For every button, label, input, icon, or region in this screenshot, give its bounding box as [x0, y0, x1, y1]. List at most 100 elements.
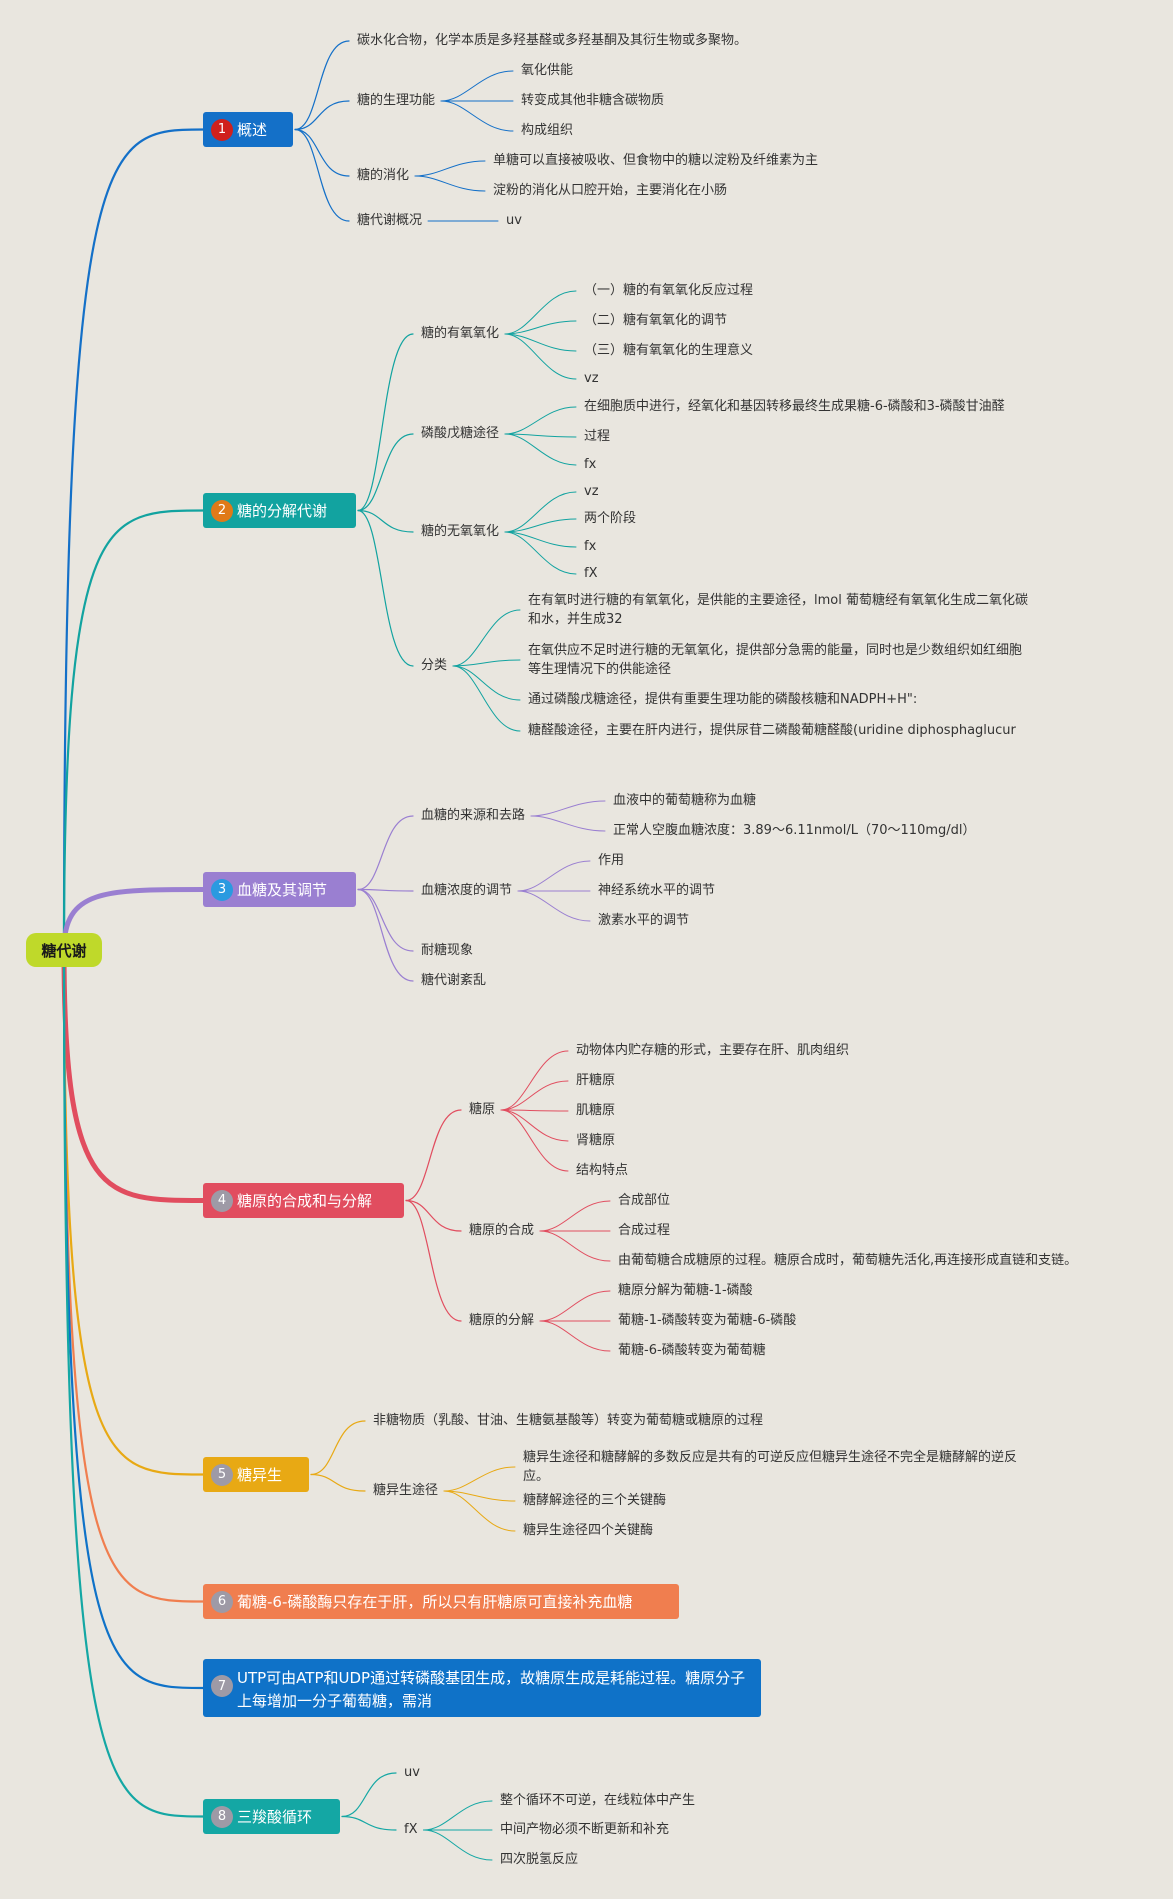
leaf-label[interactable]: 构成组织 [521, 123, 574, 138]
leaf-label[interactable]: 在氧供应不足时进行糖的无氧氧化，提供部分急需的能量，同时也是少数组织如红细胞等生… [528, 643, 1023, 677]
leaf-label[interactable]: 四次脱氢反应 [500, 1852, 579, 1867]
leaf-label[interactable]: 正常人空腹血糖浓度：3.89～6.11nmol/L（70～110mg/dl） [613, 823, 976, 838]
leaf-label[interactable]: （一）糖的有氧氧化反应过程 [584, 283, 754, 298]
leaf-connector [539, 1290, 611, 1322]
leaf-label[interactable]: 葡糖-6-磷酸转变为葡萄糖 [618, 1343, 766, 1358]
leaf-connector [530, 800, 606, 817]
child-connector [294, 100, 350, 131]
branch-utp[interactable]: 7 UTP可由ATP和UDP通过转磷酸基团生成，故糖原生成是耗能过程。糖原分子上… [203, 1659, 761, 1717]
leaf-label[interactable]: 肌糖原 [576, 1103, 616, 1118]
topic-label[interactable]: 糖的消化 [357, 168, 410, 183]
leaf-label[interactable]: 在有氧时进行糖的有氧氧化，是供能的主要途径，lmol 葡萄糖经有氧氧化生成二氧化… [528, 593, 1028, 627]
topic-label[interactable]: 糖的生理功能 [357, 93, 436, 108]
topic-label[interactable]: 糖代谢概况 [357, 213, 423, 228]
branch-connector [62, 948, 205, 1690]
leaf-label[interactable]: vz [584, 484, 599, 499]
leaf-connector [500, 1109, 569, 1112]
leaf-label[interactable]: vz [584, 371, 599, 386]
topic-label[interactable]: 碳水化合物，化学本质是多羟基醛或多羟基酮及其衍生物或多聚物。 [357, 33, 748, 48]
topic-label[interactable]: uv [404, 1765, 420, 1780]
leaf-label[interactable]: fx [584, 457, 597, 472]
topic-label[interactable]: 糖原的分解 [469, 1313, 535, 1328]
leaf-label[interactable]: 整个循环不可逆，在线粒体中产生 [500, 1793, 696, 1808]
leaf-connector [500, 1080, 569, 1111]
child-connector [405, 1109, 462, 1202]
leaf-label[interactable]: 在细胞质中进行，经氧化和基因转移最终生成果糖-6-磷酸和3-磷酸甘油醛 [584, 399, 1005, 414]
number-badge: 8 [211, 1805, 233, 1828]
topic-label[interactable]: 糖原的合成 [469, 1223, 535, 1238]
branch-glycogen[interactable]: 4 糖原的合成和与分解 [203, 1183, 404, 1218]
leaf-label[interactable]: （二）糖有氧氧化的调节 [584, 313, 728, 328]
leaf-label[interactable]: 激素水平的调节 [598, 913, 690, 928]
topic-label[interactable]: 糖的有氧氧化 [421, 326, 500, 341]
leaf-label[interactable]: 葡糖-1-磷酸转变为葡糖-6-磷酸 [618, 1313, 797, 1328]
branch-gluconeogenesis[interactable]: 5 糖异生 [203, 1457, 309, 1492]
topic-label[interactable]: fX [404, 1822, 418, 1837]
leaf-label[interactable]: fx [584, 539, 597, 554]
leaf-label[interactable]: fX [584, 566, 598, 581]
branch-connector [62, 948, 205, 1818]
leaf-label[interactable]: 肾糖原 [576, 1133, 616, 1148]
leaf-label[interactable]: 糖醛酸途径，主要在肝内进行，提供尿苷二磷酸葡糖醛酸(uridine diphos… [528, 723, 1016, 738]
leaf-label[interactable]: 合成过程 [618, 1223, 671, 1238]
topic-label[interactable]: 糖异生途径 [373, 1483, 439, 1498]
leaf-connector [504, 333, 577, 380]
branch-g6pase[interactable]: 6 葡糖-6-磷酸酶只存在于肝，所以只有肝糖原可直接补充血糖 [203, 1584, 679, 1619]
number-badge: 2 [211, 499, 233, 522]
leaf-connector [500, 1109, 569, 1172]
leaf-label[interactable]: 通过磷酸戊糖途径，提供有重要生理功能的磷酸核糖和NADPH+H": [528, 692, 918, 707]
root-node[interactable]: 糖代谢 [26, 933, 102, 967]
leaf-connector [414, 175, 486, 192]
leaf-label[interactable]: 由葡萄糖合成糖原的过程。糖原合成时，葡萄糖先活化,再连接形成直链和支链。 [618, 1253, 1078, 1268]
leaf-label[interactable]: 合成部位 [618, 1193, 671, 1208]
leaf-label[interactable]: 糖酵解途径的三个关键酶 [523, 1493, 667, 1508]
branch-label: 葡糖-6-磷酸酶只存在于肝，所以只有肝糖原可直接补充血糖 [237, 1593, 633, 1611]
leaf-label[interactable]: 氧化供能 [521, 63, 574, 78]
leaf-connector [452, 665, 521, 701]
child-connector [357, 815, 414, 891]
leaf-connector [500, 1109, 569, 1142]
topic-label[interactable]: 耐糖现象 [421, 943, 474, 958]
child-connector [341, 1772, 397, 1818]
leaf-label[interactable]: 神经系统水平的调节 [598, 883, 716, 898]
child-connector [405, 1199, 462, 1232]
branch-connector [62, 948, 205, 1476]
leaf-connector [440, 70, 514, 102]
topic-label[interactable]: 血糖浓度的调节 [421, 883, 513, 898]
leaf-label[interactable]: 单糖可以直接被吸收、但食物中的糖以淀粉及纤维素为主 [493, 153, 819, 168]
leaf-label[interactable]: 血液中的葡萄糖称为血糖 [613, 793, 757, 808]
topic-label[interactable]: 糖代谢紊乱 [421, 973, 487, 988]
leaf-label[interactable]: 糖异生途径和糖酵解的多数反应是共有的可逆反应但糖异生途径不完全是糖酵解的逆反应。 [523, 1450, 1018, 1484]
branch-connector [61, 947, 206, 1203]
branch-glucose-catabolism[interactable]: 2 糖的分解代谢 [203, 493, 356, 528]
branch-tca-cycle[interactable]: 8 三羧酸循环 [203, 1799, 340, 1834]
leaf-label[interactable]: （三）糖有氧氧化的生理意义 [584, 343, 754, 358]
leaf-label[interactable]: 作用 [598, 853, 625, 868]
leaf-connector [500, 1050, 569, 1111]
topic-label[interactable]: 磷酸戊糖途径 [421, 426, 500, 441]
leaf-label[interactable]: 中间产物必须不断更新和补充 [500, 1822, 670, 1837]
leaf-label[interactable]: 肝糖原 [576, 1073, 616, 1088]
leaf-label[interactable]: 过程 [584, 429, 611, 444]
branch-label: 血糖及其调节 [237, 881, 328, 899]
topic-label[interactable]: 非糖物质（乳酸、甘油、生糖氨基酸等）转变为葡萄糖或糖原的过程 [373, 1413, 764, 1428]
leaf-label[interactable]: 淀粉的消化从口腔开始，主要消化在小肠 [493, 183, 728, 198]
leaf-label[interactable]: 糖原分解为葡糖-1-磷酸 [618, 1283, 753, 1298]
branch-blood-glucose[interactable]: 3 血糖及其调节 [203, 872, 356, 907]
leaf-connector [517, 860, 591, 892]
leaf-label[interactable]: 两个阶段 [584, 511, 637, 526]
leaf-label[interactable]: uv [506, 213, 522, 228]
branch-overview[interactable]: 1 概述 [203, 112, 293, 147]
number-badge: 1 [211, 118, 233, 141]
leaf-label[interactable]: 糖异生途径四个关键酶 [523, 1523, 654, 1538]
leaf-label[interactable]: 动物体内贮存糖的形式，主要存在肝、肌肉组织 [576, 1043, 850, 1058]
topic-label[interactable]: 糖的无氧氧化 [421, 524, 500, 539]
child-connector [341, 1815, 397, 1831]
topic-label[interactable]: 血糖的来源和去路 [421, 808, 526, 823]
topic-label[interactable]: 分类 [421, 658, 448, 673]
topic-label[interactable]: 糖原 [469, 1102, 496, 1117]
leaf-label[interactable]: 转变成其他非糖含碳物质 [521, 93, 665, 108]
branch-connector [62, 128, 205, 952]
leaf-label[interactable]: 结构特点 [576, 1163, 629, 1178]
leaf-connector [440, 100, 514, 132]
